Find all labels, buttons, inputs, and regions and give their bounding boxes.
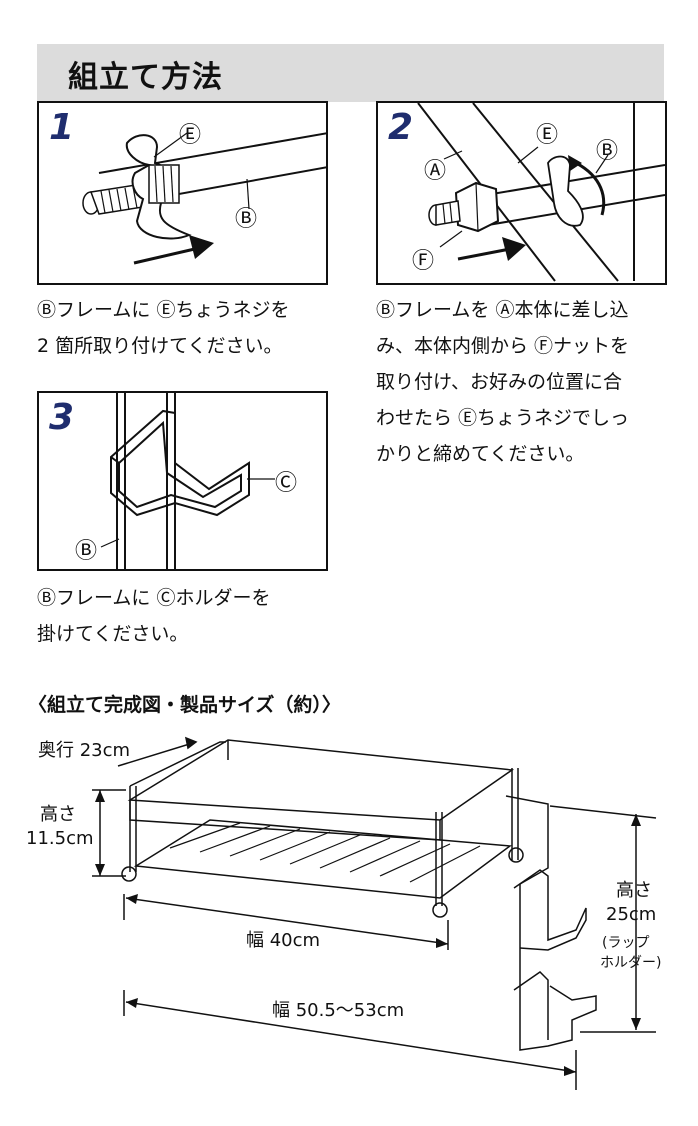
step-3-panel: 3 Ⓒ Ⓑ [37,391,328,571]
step-2-number: 2 [388,107,414,148]
outer-width-label: 幅 50.5〜53cm [272,1000,405,1021]
inner-width-label: 幅 40cm [246,930,321,951]
label-a-step2: Ⓐ [424,159,447,184]
step-2-illustration [417,103,665,282]
step-2-caption: Ⓑフレームを Ⓐ本体に差し込 み、本体内側から Ⓕナットを 取り付け、お好みの位… [376,299,630,465]
assembly-heading: 〈組立て完成図・製品サイズ（約）〉 [28,694,341,716]
title-band [37,44,664,102]
step-1-number: 1 [49,107,75,148]
page-title: 組立て方法 [68,60,223,95]
holder-height-value: 25cm [606,904,657,925]
label-b-step3: Ⓑ [75,539,98,564]
holder-note-1: (ラップ [602,935,650,951]
label-f-step2: Ⓕ [412,249,435,274]
step-1-panel: 1 Ⓔ Ⓑ [37,101,328,285]
label-e-step2: Ⓔ [536,123,559,148]
holder-note-2: ホルダー) [600,955,662,971]
holder-height-label: 高さ [616,880,652,901]
step-1-illustration [82,132,326,265]
step-3-caption: Ⓑフレームに Ⓒホルダーを 掛けてください。 [37,587,271,645]
step-3-illustration [100,393,275,569]
step-3-number: 3 [49,397,75,438]
label-c-step3: Ⓒ [275,471,298,496]
label-b-step2: Ⓑ [596,139,619,164]
depth-label: 奥行 23cm [38,740,131,761]
step-1-caption: Ⓑフレームに Ⓔちょうネジを 2 箇所取り付けてください。 [37,299,290,357]
label-b-step1: Ⓑ [235,207,258,232]
height-label: 高さ [40,804,76,825]
step-2-panel: 2 Ⓐ Ⓔ Ⓑ Ⓕ [376,101,667,285]
label-e-step1: Ⓔ [179,123,202,148]
height-value: 11.5cm [26,828,94,849]
